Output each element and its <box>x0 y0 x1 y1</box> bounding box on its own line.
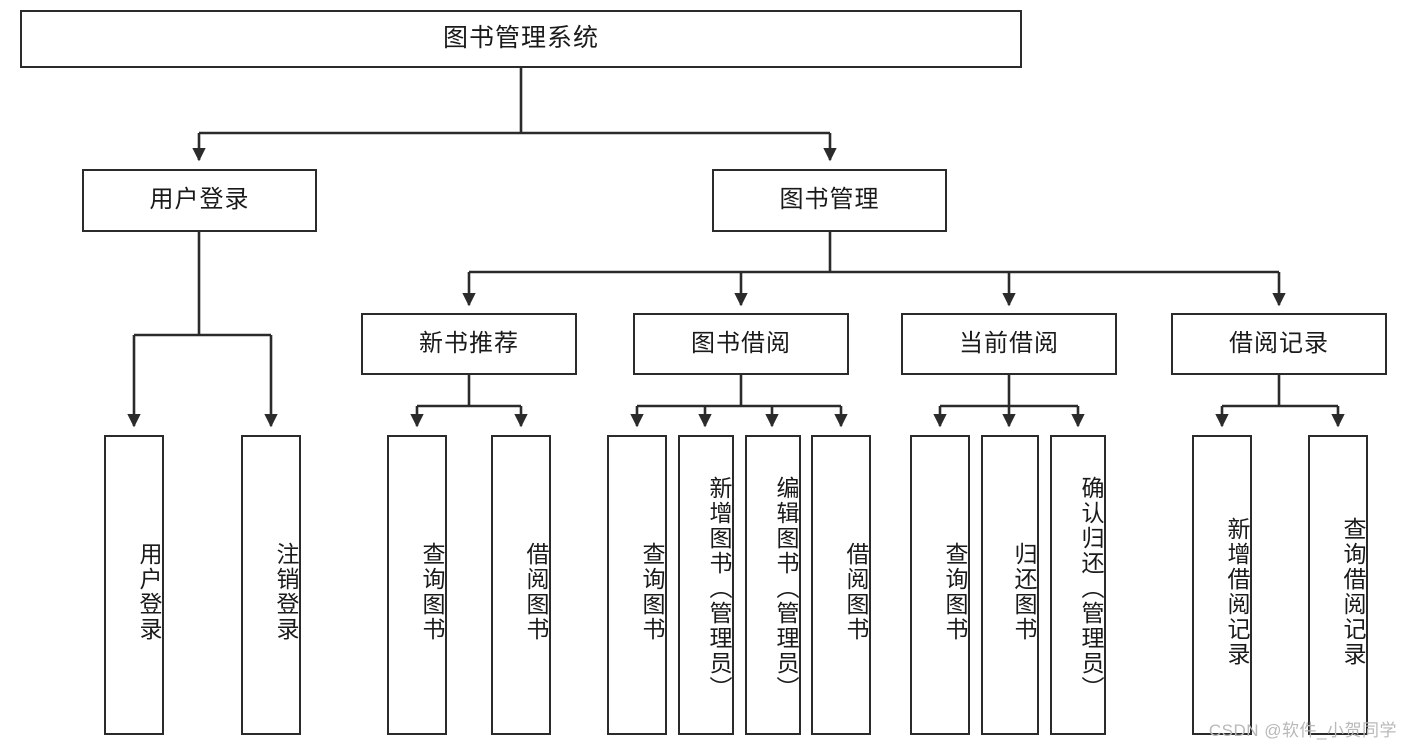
node-level2-用户登录[interactable]: 用户登录 <box>82 169 317 232</box>
node-leaf-查询图书-当前借阅[interactable]: 查询图书 <box>910 435 970 735</box>
node-level3-新书推荐[interactable]: 新书推荐 <box>361 313 577 375</box>
node-leaf-新增借阅记录[interactable]: 新增借阅记录 <box>1192 435 1252 735</box>
node-leaf-查询图书-图书借阅[interactable]: 查询图书 <box>607 435 667 735</box>
node-leaf-编辑图书-管理员[interactable]: 编辑图书（管理员） <box>745 435 801 735</box>
node-leaf-注销登录[interactable]: 注销登录 <box>241 435 301 735</box>
node-leaf-查询图书-新书推荐[interactable]: 查询图书 <box>387 435 447 735</box>
watermark-csdn: CSDN @软件_小贺同学 <box>1208 721 1397 740</box>
node-leaf-确认归还-管理员[interactable]: 确认归还（管理员） <box>1050 435 1106 735</box>
node-leaf-借阅图书-图书借阅[interactable]: 借阅图书 <box>811 435 871 735</box>
node-root-图书管理系统[interactable]: 图书管理系统 <box>20 10 1022 68</box>
node-leaf-查询借阅记录[interactable]: 查询借阅记录 <box>1308 435 1368 735</box>
node-level3-图书借阅[interactable]: 图书借阅 <box>633 313 849 375</box>
node-leaf-借阅图书-新书推荐[interactable]: 借阅图书 <box>491 435 551 735</box>
node-leaf-新增图书-管理员[interactable]: 新增图书（管理员） <box>678 435 734 735</box>
node-level2-图书管理[interactable]: 图书管理 <box>712 169 947 232</box>
node-level3-当前借阅[interactable]: 当前借阅 <box>901 313 1117 375</box>
node-leaf-用户登录[interactable]: 用户登录 <box>104 435 164 735</box>
node-level3-借阅记录[interactable]: 借阅记录 <box>1171 313 1387 375</box>
node-leaf-归还图书[interactable]: 归还图书 <box>981 435 1039 735</box>
